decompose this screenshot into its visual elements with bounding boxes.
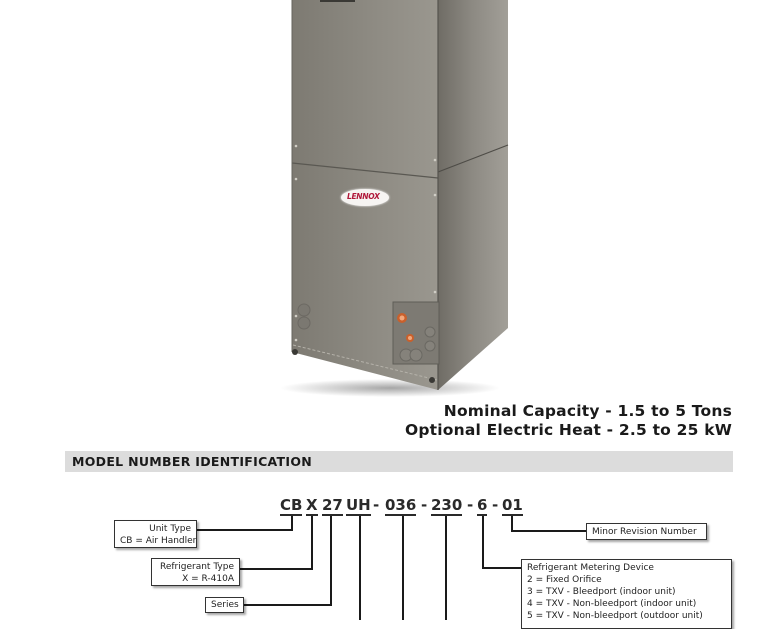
metering-option: 4 = TXV - Non-bleedport (indoor unit) — [527, 599, 697, 609]
code-separator: - — [467, 496, 474, 514]
code-separator: - — [492, 496, 499, 514]
callout-refrigerant-type-value: X = R-410A — [182, 574, 234, 584]
section-title: MODEL NUMBER IDENTIFICATION — [72, 454, 313, 469]
lennox-logo: LENNOX — [341, 189, 389, 206]
callout-unit-type-value: CB = Air Handler — [120, 536, 197, 546]
connector-line — [359, 516, 361, 620]
connector-line — [196, 529, 293, 531]
metering-option: 3 = TXV - Bleedport (indoor unit) — [527, 587, 676, 597]
callout-refrigerant-type: Refrigerant Type X = R-410A — [151, 558, 240, 586]
connector-line — [291, 516, 293, 530]
connector-line — [311, 516, 313, 570]
lennox-logo-text: LENNOX — [347, 192, 380, 201]
code-unit-type: CB — [280, 496, 303, 516]
connector-line — [482, 567, 522, 569]
connector-line — [482, 516, 484, 568]
code-metering: 6 — [477, 496, 488, 516]
code-uh: UH — [346, 496, 371, 516]
section-header-band: MODEL NUMBER IDENTIFICATION — [65, 451, 733, 472]
connector-line — [240, 568, 313, 570]
connector-line — [511, 516, 513, 532]
code-capacity: 036 — [385, 496, 417, 516]
connector-line — [244, 604, 332, 606]
callout-minor-revision: Minor Revision Number — [586, 523, 707, 540]
connector-line — [402, 516, 404, 620]
connector-line — [445, 516, 447, 620]
connector-line — [511, 530, 587, 532]
connector-line — [330, 516, 332, 606]
code-separator: - — [421, 496, 428, 514]
callout-metering-device-title: Refrigerant Metering Device — [527, 563, 654, 573]
nominal-capacity-heading: Nominal Capacity - 1.5 to 5 Tons — [443, 402, 732, 420]
callout-metering-device: Refrigerant Metering Device 2 = Fixed Or… — [521, 559, 732, 629]
callout-refrigerant-type-title: Refrigerant Type — [160, 562, 234, 572]
metering-option: 5 = TXV - Non-bleedport (outdoor unit) — [527, 611, 703, 621]
code-series: 27 — [322, 496, 343, 516]
metering-option: 2 = Fixed Orifice — [527, 575, 602, 585]
code-voltage: 230 — [431, 496, 463, 516]
electric-heat-heading: Optional Electric Heat - 2.5 to 25 kW — [404, 421, 732, 439]
callout-unit-type-title: Unit Type — [149, 524, 191, 534]
callout-unit-type: Unit Type CB = Air Handler — [114, 520, 197, 548]
code-refrigerant: X — [306, 496, 318, 516]
air-handler-image — [280, 0, 509, 397]
code-revision: 01 — [502, 496, 523, 516]
callout-minor-revision-title: Minor Revision Number — [592, 527, 697, 537]
callout-series-title: Series — [211, 600, 239, 610]
callout-series: Series — [205, 597, 244, 613]
code-separator: - — [373, 496, 380, 514]
